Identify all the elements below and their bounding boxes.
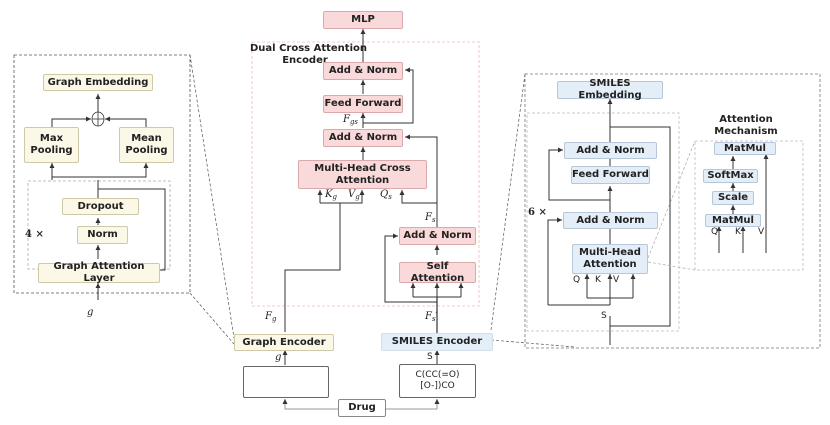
- smiles-repeat-group: [526, 112, 680, 332]
- add-norm-top-box: Add & Norm: [323, 62, 403, 80]
- fg-label: Fg: [265, 311, 277, 323]
- mlp-box: MLP: [323, 11, 403, 29]
- dropout-box: Dropout: [62, 198, 139, 215]
- smiles-encoder-input-label: S: [427, 352, 433, 362]
- graph-encoder-input-label: g: [275, 352, 282, 363]
- smiles-encoder-box: SMILES Encoder: [381, 333, 493, 351]
- softmax-box: SoftMax: [703, 169, 758, 183]
- drug-box: Drug: [338, 399, 386, 417]
- softmax-label: SoftMax: [707, 170, 754, 181]
- feed-forward-label: Feed Forward: [324, 98, 402, 109]
- qs-label: Qs: [380, 189, 392, 201]
- graph-input-label: g: [87, 307, 94, 318]
- smiles-detail-panel: [524, 73, 821, 349]
- smiles-add-norm-top-box: Add & Norm: [564, 142, 657, 159]
- matmul-bottom-box: MatMul: [705, 214, 761, 227]
- graph-encoder-box: Graph Encoder: [234, 334, 334, 351]
- smiles-q-label: Q: [573, 275, 581, 285]
- matmul-top-box: MatMul: [714, 142, 776, 155]
- norm-box: Norm: [77, 226, 128, 244]
- self-attention-box: Self Attention: [399, 260, 476, 284]
- smiles-feed-forward-label: Feed Forward: [572, 169, 649, 180]
- fs-prime-label: Fs′: [425, 311, 438, 323]
- graph-detail-panel: [13, 54, 191, 294]
- smiles-k-label: K: [595, 275, 601, 285]
- fgs-label: Fgs: [343, 114, 359, 126]
- add-norm-top-label: Add & Norm: [328, 65, 398, 76]
- self-attention-label: Self Attention: [410, 260, 465, 284]
- add-norm-mid-label: Add & Norm: [328, 132, 398, 143]
- scale-label: Scale: [717, 192, 749, 203]
- smiles-add-norm-bottom-label: Add & Norm: [576, 214, 645, 226]
- molecule-graph-box: [243, 366, 329, 398]
- attention-mechanism-panel: [694, 140, 804, 271]
- smiles-string-box: C(CC(=O)[O-])CO: [399, 364, 476, 398]
- norm-label: Norm: [87, 229, 118, 240]
- drug-label: Drug: [348, 402, 376, 413]
- smiles-input-label: S: [601, 311, 607, 321]
- scale-box: Scale: [712, 191, 754, 205]
- dual-cross-attention-region: [251, 41, 480, 307]
- smiles-add-norm-bottom-box: Add & Norm: [563, 212, 658, 229]
- graph-embedding-label: Graph Embedding: [47, 76, 149, 88]
- add-norm-low-box: Add & Norm: [399, 227, 476, 245]
- add-norm-low-label: Add & Norm: [403, 230, 472, 241]
- graph-repeat-count: 4 ×: [25, 229, 44, 240]
- graph-encoder-label: Graph Encoder: [242, 336, 326, 348]
- graph-attention-layer-label: Graph Attention Layer: [53, 261, 145, 284]
- graph-attention-layer-box: Graph Attention Layer: [38, 261, 160, 284]
- smiles-add-norm-top-label: Add & Norm: [576, 144, 645, 156]
- kg-label: Kg: [325, 189, 337, 201]
- feed-forward-box: Feed Forward: [323, 95, 403, 113]
- smiles-encoder-label: SMILES Encoder: [391, 336, 483, 347]
- add-norm-mid-box: Add & Norm: [323, 129, 403, 147]
- smiles-v-label: V: [613, 275, 620, 285]
- matmul-top-label: MatMul: [724, 142, 766, 154]
- matmul-bottom-label: MatMul: [712, 214, 754, 226]
- vg-label: Vg: [348, 189, 360, 201]
- graph-embedding-box: Graph Embedding: [43, 74, 153, 91]
- dropout-label: Dropout: [77, 200, 124, 212]
- att-k-label: K: [735, 227, 741, 237]
- smiles-embedding-box: SMILES Embedding: [557, 78, 663, 101]
- graph-repeat-group: [27, 180, 171, 270]
- att-q-label: Q: [711, 227, 719, 237]
- att-v-label: V: [758, 227, 765, 237]
- fs-label: Fs: [425, 212, 436, 224]
- smiles-repeat-count: 6 ×: [528, 207, 547, 218]
- smiles-feed-forward-box: Feed Forward: [571, 166, 650, 184]
- mlp-label: MLP: [351, 14, 375, 25]
- smiles-string-label: C(CC(=O)[O-])CO: [415, 370, 460, 391]
- smiles-embedding-label: SMILES Embedding: [578, 78, 642, 101]
